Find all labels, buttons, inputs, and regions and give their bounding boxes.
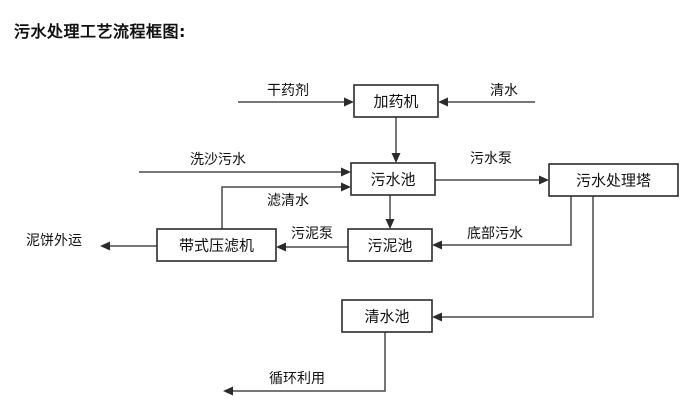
edge-clean-water-to-dosing-machine [438, 97, 535, 107]
edge-tower-to-clean-water-pool [432, 196, 594, 322]
arrow-head-filtered-water [341, 182, 351, 192]
node-rect-wastewater-pool[interactable] [350, 162, 436, 196]
node-dosing-machine[interactable]: 加药机 [353, 84, 439, 118]
edge-label-sludge-pump: 污泥泵 [291, 226, 333, 242]
edge-clean-water-pool-to-recycle [223, 332, 386, 396]
edge-line-filtered-water [221, 186, 345, 229]
node-rect-clean-water-pool[interactable] [341, 299, 433, 333]
node-sludge-pool[interactable]: 污泥池 [347, 228, 433, 262]
edge-filtered-water-to-wastewater-pool [221, 182, 351, 229]
node-belt-filter-press[interactable]: 带式压滤机 [156, 228, 277, 262]
edge-belt-press-to-mud-cake-out [100, 241, 157, 251]
node-rect-treatment-tower[interactable] [548, 163, 679, 197]
edge-label-dry-reagent: 干药剂 [267, 83, 309, 99]
arrow-head-recycle [223, 386, 233, 396]
node-rect-dosing-machine[interactable] [353, 84, 439, 118]
arrow-head-bottom-wastewater [432, 240, 442, 250]
arrow-head-sand-wash [341, 167, 351, 177]
edge-label-wastewater-pump: 污水泵 [470, 151, 512, 167]
edge-label-bottom-wastewater: 底部污水 [467, 226, 523, 242]
arrow-head-mud-cake [100, 241, 110, 251]
arrow-head-sludge-pump [276, 242, 286, 252]
edge-line-tower-to-clean-water [438, 196, 594, 318]
node-wastewater-pool[interactable]: 污水池 [350, 162, 436, 196]
node-rect-sludge-pool[interactable] [347, 228, 433, 262]
edge-label-recycle-reuse: 循环利用 [269, 371, 325, 387]
edge-dosing-machine-to-wastewater-pool [391, 117, 401, 163]
edge-sand-wash-to-wastewater-pool [139, 167, 351, 177]
edge-wastewater-pool-to-sludge-pool [385, 195, 395, 229]
node-treatment-tower[interactable]: 污水处理塔 [548, 163, 679, 197]
arrow-head-tower-to-clean-water [432, 312, 442, 322]
node-label-sludge-pool: 污泥池 [367, 237, 412, 255]
node-label-wastewater-pool: 污水池 [370, 171, 415, 189]
arrow-head-dosing-down [391, 153, 401, 163]
arrow-head-wastewater-pump [539, 175, 549, 185]
edge-label-filtered-clear-water: 滤清水 [267, 193, 309, 209]
edge-label-mud-cake-out: 泥饼外运 [26, 233, 82, 249]
node-label-clean-water-pool: 清水池 [364, 308, 409, 326]
node-rect-belt-filter-press[interactable] [156, 228, 277, 262]
edge-line-bottom-wastewater [438, 196, 572, 246]
node-clean-water-pool[interactable]: 清水池 [341, 299, 433, 333]
edge-line-recycle [229, 332, 386, 392]
node-label-dosing-machine: 加药机 [373, 93, 418, 111]
edge-dry-reagent-to-dosing-machine [238, 97, 354, 107]
edge-bottom-wastewater-to-sludge-pool [432, 196, 572, 250]
page-title: 污水处理工艺流程框图: [14, 22, 186, 41]
edge-label-sand-wash-wastewater: 洗沙污水 [190, 152, 246, 168]
arrow-head-clean-water [438, 97, 448, 107]
arrow-head-wastewater-down [385, 219, 395, 229]
arrow-head-dry-reagent [344, 97, 354, 107]
edge-sludge-pump-to-belt-press [276, 242, 348, 252]
edge-wastewater-pump-to-tower [435, 175, 549, 185]
node-label-belt-filter-press: 带式压滤机 [179, 237, 254, 255]
edge-label-clean-water-in: 清水 [490, 83, 518, 99]
node-label-treatment-tower: 污水处理塔 [576, 172, 651, 190]
